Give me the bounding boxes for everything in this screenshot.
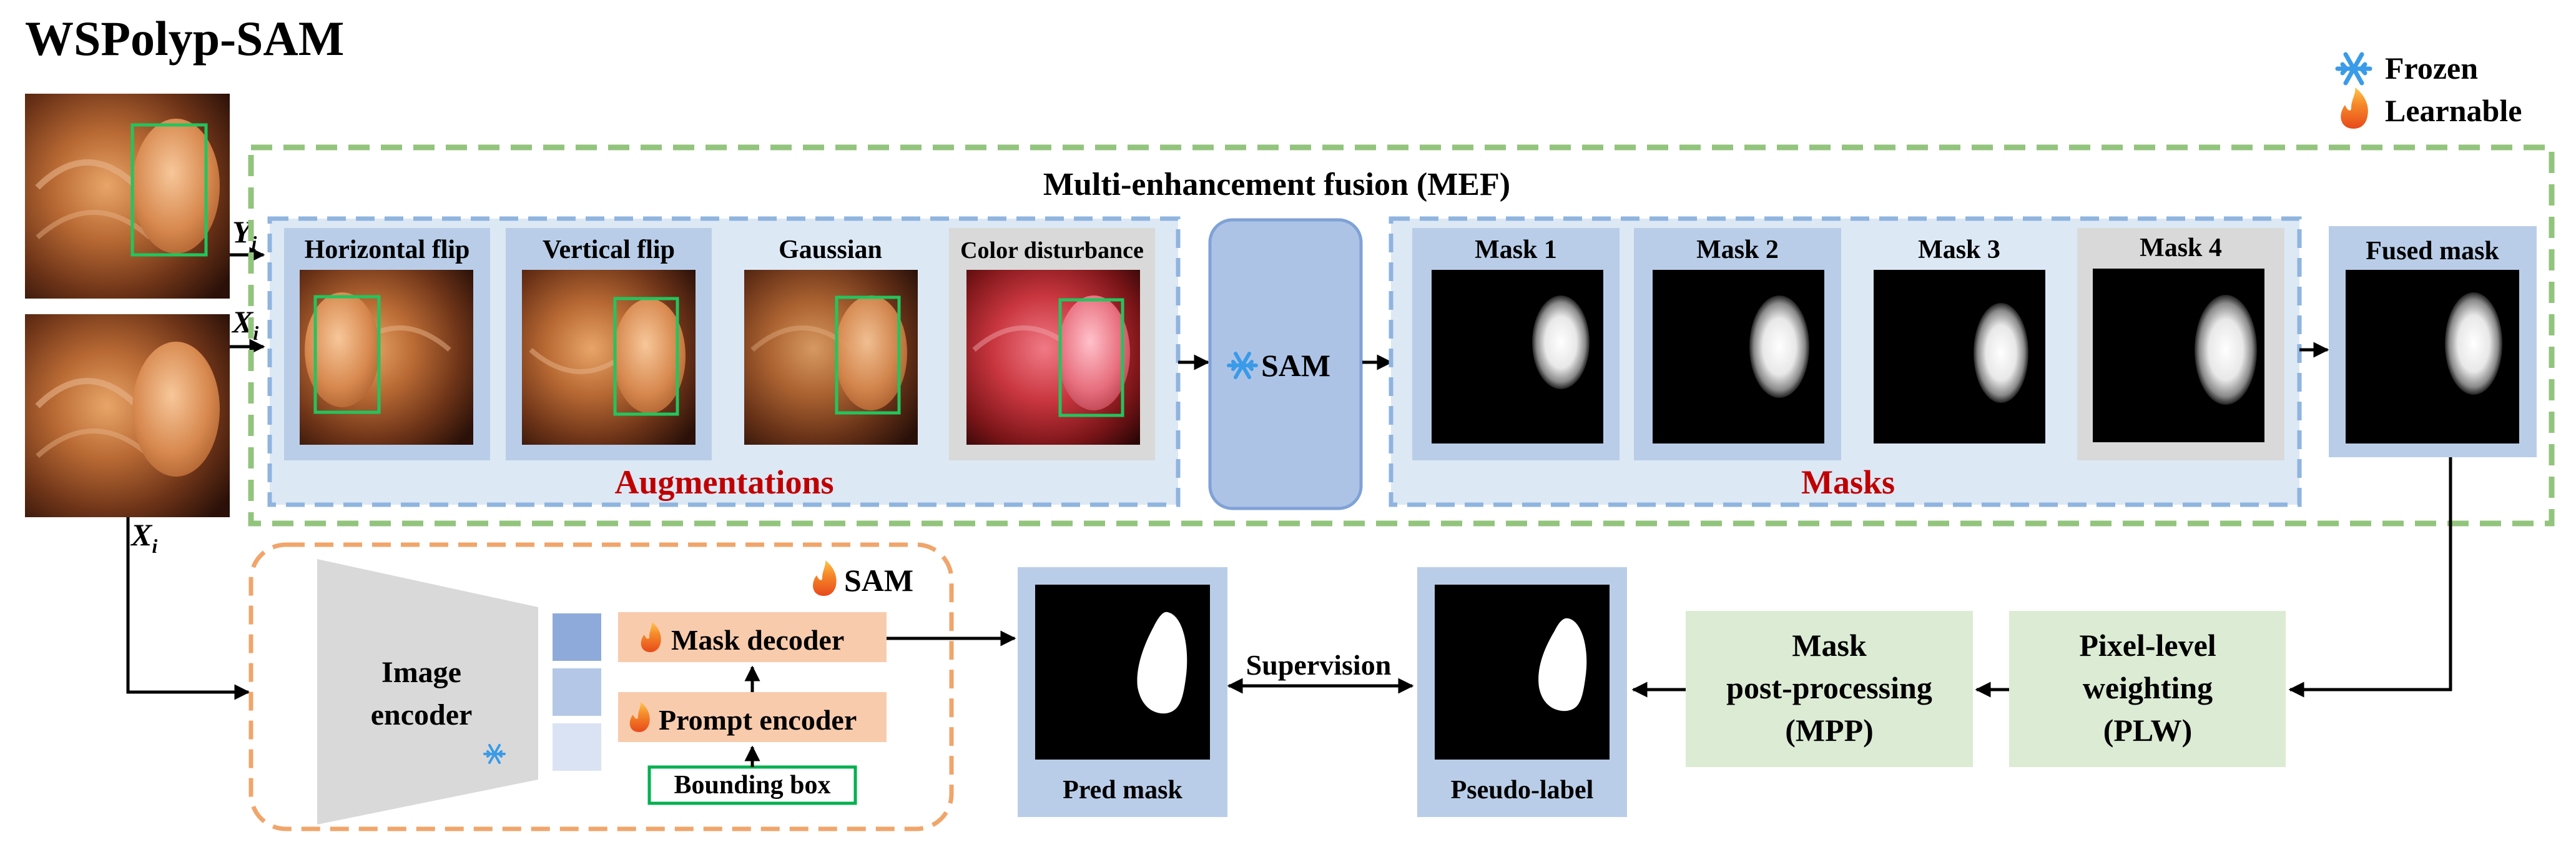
image-encoder-line1: Image — [381, 656, 461, 689]
mask-label-4: Mask 4 — [2140, 234, 2222, 262]
mask-panel-1: Mask 1 — [1412, 228, 1620, 460]
legend-frozen: Frozen — [2385, 51, 2478, 86]
prompt-encoder-label: Prompt encoder — [659, 704, 857, 736]
sam-frozen-block: SAM — [1208, 218, 1363, 510]
mef-title: Multi-enhancement fusion (MEF) — [1043, 167, 1510, 202]
mef-container — [248, 144, 2555, 527]
mask-panel-3: Mask 3 — [1856, 228, 2063, 460]
aug-label-gaussian: Gaussian — [779, 235, 882, 264]
pseudo-label-title: Pseudo-label — [1451, 776, 1594, 805]
label-x-i-lower: Xi — [130, 517, 157, 557]
input-image — [25, 314, 230, 517]
fused-mask-label: Fused mask — [2366, 237, 2499, 265]
snowflake-icon — [483, 744, 506, 764]
mpp-line3: (MPP) — [1785, 713, 1874, 748]
mpp-line1: Mask — [1792, 628, 1867, 663]
legend: Frozen Learnable — [2335, 51, 2522, 129]
embedding-block-2 — [553, 668, 601, 716]
image-encoder: Image encoder — [317, 559, 538, 825]
aug-label-vertical-flip: Vertical flip — [543, 235, 675, 264]
plw-line1: Pixel-level — [2079, 628, 2216, 663]
masks-label: Masks — [1801, 463, 1895, 501]
diagram-title: WSPolyp-SAM — [25, 11, 344, 66]
aug-horizontal-flip: Horizontal flip — [284, 228, 490, 460]
plw-line3: (PLW) — [2103, 713, 2193, 748]
mask-panel-4: Mask 4 — [2077, 228, 2284, 460]
mpp-line2: post-processing — [1726, 670, 1932, 705]
sam-module-title: SAM — [844, 563, 913, 598]
aug-label-horizontal-flip: Horizontal flip — [305, 235, 470, 264]
image-encoder-line2: encoder — [371, 698, 473, 731]
flame-icon — [641, 622, 661, 652]
prompt-encoder: Prompt encoder — [618, 692, 887, 742]
embedding-block-3 — [553, 723, 601, 771]
mask-decoder: Mask decoder — [618, 612, 887, 662]
snowflake-icon — [1227, 352, 1258, 379]
aug-label-color-disturbance: Color disturbance — [960, 237, 1144, 264]
legend-learnable: Learnable — [2385, 93, 2522, 128]
aug-color-disturbance: Color disturbance — [949, 228, 1155, 460]
pred-mask-title: Pred mask — [1063, 776, 1182, 805]
pred-mask-panel: Pred mask — [1018, 567, 1227, 817]
aug-gaussian: Gaussian — [727, 228, 933, 460]
augmentations-label: Augmentations — [614, 463, 833, 501]
mask-label-2: Mask 2 — [1696, 235, 1779, 264]
mpp-box: Mask post-processing (MPP) — [1686, 611, 1973, 767]
sam-module-label: SAM — [813, 560, 913, 598]
mask-label-3: Mask 3 — [1918, 235, 2000, 264]
fused-mask-panel: Fused mask — [2329, 226, 2537, 457]
snowflake-icon — [2335, 52, 2372, 86]
input-image-with-box — [25, 94, 230, 299]
plw-line2: weighting — [2083, 670, 2213, 705]
mask-panel-2: Mask 2 — [1634, 228, 1841, 460]
flame-icon — [629, 702, 650, 732]
sam-learnable-module — [248, 542, 954, 831]
bounding-box-label: Bounding box — [674, 771, 831, 800]
pseudo-label-panel: Pseudo-label — [1417, 567, 1627, 817]
mask-label-1: Mask 1 — [1475, 235, 1557, 264]
flame-icon — [813, 560, 837, 596]
bounding-box-input: Bounding box — [647, 765, 857, 805]
embedding-block-1 — [553, 613, 601, 661]
aug-vertical-flip: Vertical flip — [506, 228, 712, 460]
flame-icon — [2341, 87, 2368, 129]
label-x-i: Xi — [231, 304, 258, 344]
plw-box: Pixel-level weighting (PLW) — [2009, 611, 2286, 767]
sam-frozen-label: SAM — [1261, 348, 1330, 383]
supervision-label: Supervision — [1246, 649, 1392, 681]
mask-decoder-label: Mask decoder — [671, 624, 844, 656]
